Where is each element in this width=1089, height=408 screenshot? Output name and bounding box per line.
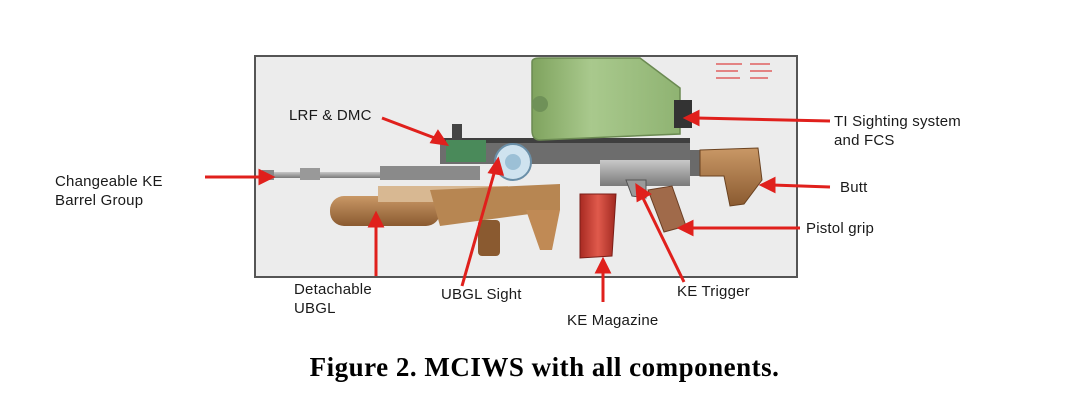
label-butt: Butt xyxy=(840,179,868,196)
label-barrel-line2: Barrel Group xyxy=(55,192,144,209)
label-ubgl-line1: Detachable xyxy=(294,281,372,298)
label-lrf-dmc: LRF & DMC xyxy=(289,107,372,124)
ke-magazine xyxy=(579,193,617,259)
label-ti-sighting-line2: and FCS xyxy=(834,132,895,149)
label-barrel-line1: Changeable KE xyxy=(55,173,163,190)
label-ubgl-sight: UBGL Sight xyxy=(441,286,522,303)
label-ubgl: Detachable UBGL xyxy=(294,280,372,318)
label-pistol-grip: Pistol grip xyxy=(806,220,875,237)
label-barrel: Changeable KE Barrel Group xyxy=(55,172,163,210)
ubgl xyxy=(330,184,560,256)
label-ti-sighting: TI Sighting system and FCS xyxy=(834,112,961,150)
corner-note-mark xyxy=(716,63,772,79)
figure-caption: Figure 2. MCIWS with all components. xyxy=(309,352,780,382)
butt-stock xyxy=(690,147,763,207)
label-ubgl-line2: UBGL xyxy=(294,300,336,317)
label-ti-sighting-line1: TI Sighting system xyxy=(834,113,961,130)
lrf-dmc-unit xyxy=(446,124,486,162)
label-ke-magazine: KE Magazine xyxy=(567,312,659,329)
pointer-arrows xyxy=(205,109,831,302)
ti-sighting-system xyxy=(531,57,692,141)
label-ke-trigger: KE Trigger xyxy=(677,283,750,300)
